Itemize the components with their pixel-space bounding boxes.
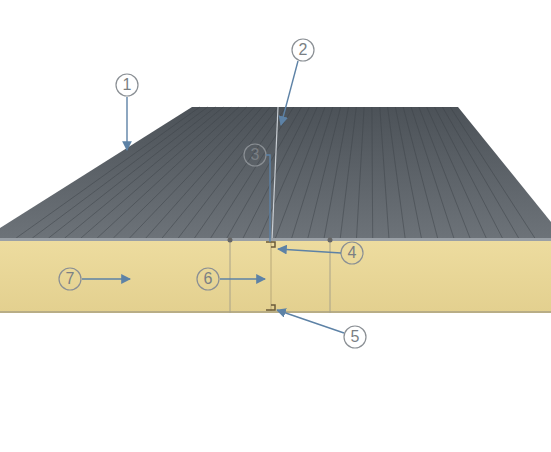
- sheet-rib: [162, 107, 270, 238]
- sheet-rib: [97, 107, 239, 238]
- callout-number: 1: [116, 74, 138, 96]
- bottom-sheet-edge: [0, 311, 551, 313]
- sheet-rib: [371, 107, 373, 238]
- sheet-rib: [324, 107, 348, 238]
- sheet-rib: [32, 107, 207, 238]
- panel-joint-line: [272, 107, 278, 240]
- sheet-rib: [195, 107, 286, 238]
- sheet-rib: [130, 107, 255, 238]
- callout-number: 2: [292, 39, 314, 61]
- leader-lines: [82, 61, 344, 333]
- sheet-rib: [65, 107, 224, 238]
- joint-seam: [271, 241, 272, 311]
- sheet-rib: [308, 107, 341, 238]
- pir-core: [0, 241, 551, 312]
- sheet-rib: [49, 107, 216, 238]
- sheet-rib: [211, 107, 294, 238]
- sheet-rib: [227, 107, 302, 238]
- top-steel-sheet: [0, 107, 551, 240]
- sheet-rib: [146, 107, 263, 238]
- sheet-rib: [340, 107, 356, 238]
- sheet-rib: [450, 107, 535, 238]
- sheet-rib: [16, 107, 200, 238]
- callout-number: 4: [341, 242, 363, 264]
- sheet-rib: [113, 107, 246, 238]
- joint-lock-bottom: [266, 305, 275, 310]
- sheet-rib: [442, 107, 518, 238]
- callout-number: 7: [59, 268, 81, 290]
- callout-number: 6: [197, 268, 219, 290]
- sheet-rib: [276, 107, 326, 238]
- sheet-rib: [178, 107, 278, 238]
- fastener-head: [328, 238, 333, 243]
- callout-number: 3: [244, 144, 266, 166]
- callout-circles: [59, 39, 366, 348]
- sheet-rib: [259, 107, 317, 238]
- sheet-rib: [411, 107, 454, 238]
- sheet-rib: [427, 107, 487, 238]
- sheet-rib: [292, 107, 333, 238]
- top-sheet-edge: [0, 238, 551, 241]
- sheet-rib: [380, 107, 389, 238]
- sheet-rib: [388, 107, 406, 238]
- sheet-rib: [357, 107, 365, 238]
- joint-lock-top: [266, 242, 275, 247]
- sheet-rib: [243, 107, 309, 238]
- callout-number: 5: [344, 326, 366, 348]
- fastener-head: [228, 238, 233, 243]
- fastener: [230, 241, 231, 313]
